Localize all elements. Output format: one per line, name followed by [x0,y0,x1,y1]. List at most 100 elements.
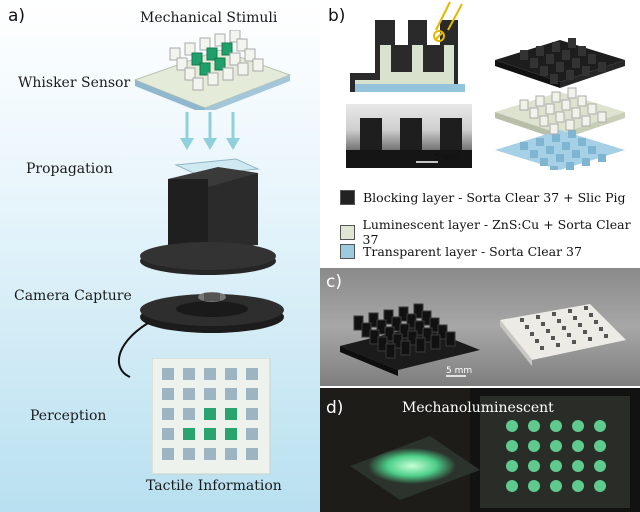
white-sensor-dot [557,319,561,323]
whisker-sensor-label: Whisker Sensor [18,75,131,91]
blocking-swatch [340,190,355,205]
panel-c-photo [320,268,640,386]
blocking-pillar [598,62,606,72]
luminescent-pillar [561,99,571,111]
transparent-pillar [546,146,554,154]
taxel [162,408,174,420]
white-sensor-dot [578,323,582,327]
legend-item-transparent: Transparent layer - Sorta Clear 37 [340,244,582,259]
white-sensor-dot [583,330,587,334]
transparent-pillar [530,150,538,158]
white-sensor-dot [588,337,592,341]
taxel [225,408,237,420]
transparent-pillar [556,154,564,162]
blocking-pillar [568,38,576,48]
legend-label-transparent: Transparent layer - Sorta Clear 37 [363,244,582,259]
taxel [183,408,195,420]
white-sensor-dot [520,318,524,322]
panel-c-letter: c) [326,272,342,292]
whisker-sensor-illustration [133,30,292,110]
camera-cable [117,322,149,378]
taxel [183,368,195,380]
luminescent-pillar [565,119,575,131]
white-sensor-dot [536,315,540,319]
white-sensor-dot [551,336,555,340]
glowing-taxel [528,440,540,452]
perception-label: Perception [30,408,107,424]
transparent-pillar [550,166,558,170]
blocking-pillar [550,74,558,84]
black-pillar [415,337,426,353]
transparent-pillar [572,150,580,158]
taxel [162,428,174,440]
taxel [204,368,216,380]
cross-section-photo [346,104,472,168]
glowing-taxel [550,440,562,452]
transparent-pillar [568,130,576,138]
luminescent-pillar [519,99,529,111]
taxel [183,448,195,460]
mechanical-stimuli-label: Mechanical Stimuli [140,10,278,26]
taxel [183,428,195,440]
taxel [225,388,237,400]
taxel [225,368,237,380]
blocking-pillar [572,58,580,68]
luminescent-pillar [587,103,597,115]
transparent-pillar [552,134,560,142]
white-sensor-photo [500,304,626,366]
glowing-taxel [506,480,518,492]
transparent-pillar [578,138,586,146]
luminescent-pillar [597,111,607,123]
tactile-grid-illustration [152,358,271,475]
glowing-taxel [528,420,540,432]
blocking-pillar [578,46,586,56]
panel-a-letter: a) [8,6,26,26]
white-sensor-dot [552,312,556,316]
blocking-pillar [536,46,544,56]
glowing-taxel [550,460,562,472]
camera-assembly-illustration [117,158,284,378]
glowing-taxel [550,420,562,432]
transparent-pillar [540,158,548,166]
white-sensor-dot [573,316,577,320]
blocking-pillar [562,50,570,60]
transparent-swatch [340,244,355,259]
glowing-taxel [594,440,606,452]
tactile-information-label: Tactile Information [146,478,282,494]
taxel [183,388,195,400]
luminescent-pillar [545,103,555,115]
taxel [246,428,258,440]
transparent-layer-render [495,130,625,170]
transparent-pillar [582,158,590,166]
taxel [204,448,216,460]
black-pillar [385,343,396,359]
blocking-pillar [552,42,560,52]
white-sensor-dot [589,313,593,317]
camera-capture-label: Camera Capture [14,288,132,304]
white-sensor-dot [594,320,598,324]
white-sensor-dot [541,322,545,326]
luminescent-pillar [551,91,561,103]
luminescent-pillar [581,115,591,127]
white-sensor-dot [599,327,603,331]
legend-label-blocking: Blocking layer - Sorta Clear 37 + Slic P… [363,190,626,205]
legend-label-luminescent: Luminescent layer - ZnS:Cu + Sorta Clear… [362,217,631,247]
transparent-pillar [536,138,544,146]
blocking-pillar [566,70,574,80]
luminescent-pillar [555,111,565,123]
luminescent-pillar [571,107,581,119]
panel-b-scale-bar-label: 5 mm [434,153,461,163]
white-sensor-dot [562,326,566,330]
white-sensor-dot [540,346,544,350]
luminescent-pillar [577,95,587,107]
light-rays [433,1,463,42]
luminescent-swatch [340,224,355,240]
panel-c-scale-bar-label: 5 mm [446,366,473,376]
whisker-pillars [169,30,264,91]
glowing-taxels [506,420,606,492]
glow-region [368,448,456,484]
exploded-layers-illustration [495,38,625,170]
glowing-taxel [506,420,518,432]
taxel [204,388,216,400]
cross-section-diagram [350,1,465,92]
